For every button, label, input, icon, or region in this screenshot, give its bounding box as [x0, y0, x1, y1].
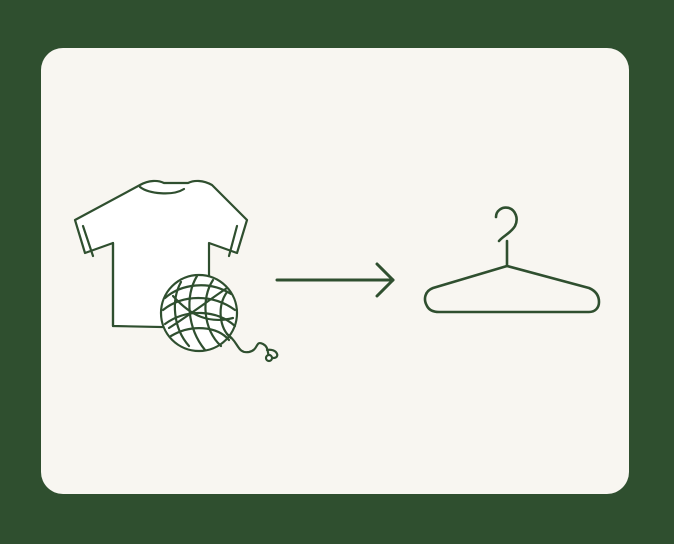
illustration — [73, 179, 601, 363]
arrow-right-icon — [275, 262, 395, 298]
hanger-icon — [423, 206, 601, 314]
illustration-card — [41, 48, 629, 494]
yarn-ball-icon — [159, 273, 279, 363]
